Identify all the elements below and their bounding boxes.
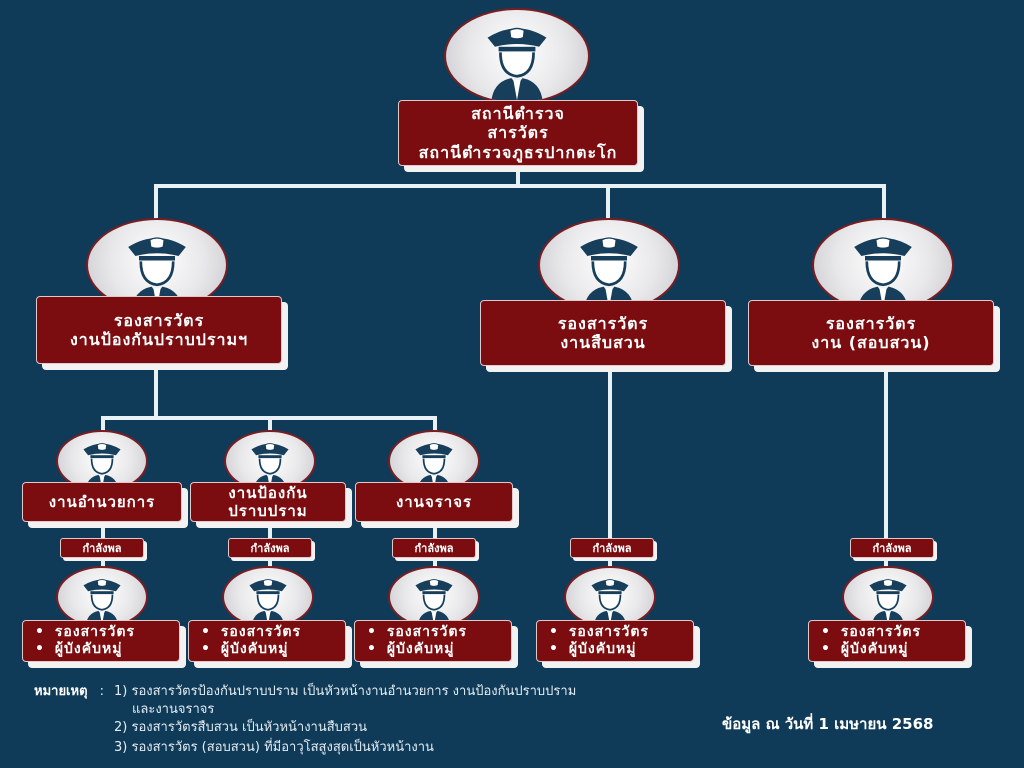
staff-item: รองสารวัตร bbox=[549, 624, 649, 642]
police-officer-icon bbox=[415, 579, 453, 626]
root-line: สถานีตำรวจ bbox=[471, 104, 565, 124]
connector-line bbox=[606, 184, 610, 220]
connector-line bbox=[154, 365, 158, 419]
deputy-title: รองสารวัตร bbox=[825, 313, 917, 333]
connector-line bbox=[154, 184, 158, 220]
police-officer-icon bbox=[83, 579, 121, 626]
unit-label: งานจราจร bbox=[395, 493, 473, 511]
police-officer-icon bbox=[591, 579, 629, 626]
unit-label: งานป้องกัน bbox=[228, 484, 308, 502]
unit-node-prevention[interactable]: งานป้องกัน ปราบปราม bbox=[190, 482, 346, 522]
staff-item: รองสารวัตร bbox=[35, 624, 135, 642]
deputy-node-prevention[interactable]: รองสารวัตร งานป้องกันปราบปรามฯ bbox=[36, 296, 282, 364]
notes-separator: : bbox=[99, 684, 105, 699]
deputy-unit: งานป้องกันปราบปรามฯ bbox=[69, 330, 249, 349]
staff-node[interactable]: รองสารวัตร ผู้บังคับหมู่ bbox=[188, 620, 346, 662]
deputy-node-inquiry[interactable]: รองสารวัตร งาน (สอบสวน) bbox=[748, 300, 994, 366]
staff-node[interactable]: รองสารวัตร ผู้บังคับหมู่ bbox=[808, 620, 966, 662]
deputy-title: รองสารวัตร bbox=[113, 310, 205, 330]
staff-item: ผู้บังคับหมู่ bbox=[201, 641, 288, 659]
police-officer-icon bbox=[854, 237, 912, 310]
deputy-avatar-icon bbox=[538, 218, 680, 312]
unit-node-traffic[interactable]: งานจราจร bbox=[355, 482, 513, 522]
data-date: ข้อมูล ณ วันที่ 1 เมษายน 2568 bbox=[722, 715, 934, 733]
staff-avatar-icon bbox=[842, 566, 934, 628]
staff-item: ผู้บังคับหมู่ bbox=[35, 641, 122, 659]
connector-line bbox=[433, 416, 437, 436]
deputy-node-investigation[interactable]: รองสารวัตร งานสืบสวน bbox=[480, 300, 726, 366]
manpower-tag[interactable]: กำลังพล bbox=[60, 538, 144, 558]
deputy-title: รองสารวัตร bbox=[557, 313, 649, 333]
staff-item: ผู้บังคับหมู่ bbox=[367, 641, 454, 659]
connector-line bbox=[154, 184, 886, 188]
deputy-unit: งาน (สอบสวน) bbox=[811, 333, 931, 352]
note-item: 2) รองสารวัตรสืบสวน เป็นหัวหน้างานสืบสวน bbox=[114, 720, 368, 735]
staff-avatar-icon bbox=[388, 566, 480, 628]
manpower-tag[interactable]: กำลังพล bbox=[392, 538, 476, 558]
police-officer-icon bbox=[249, 579, 287, 626]
deputy-avatar-icon bbox=[812, 218, 954, 312]
staff-avatar-icon bbox=[222, 566, 314, 628]
staff-item: รองสารวัตร bbox=[821, 624, 921, 642]
unit-label: ปราบปราม bbox=[228, 502, 308, 520]
note-item: และงานจราจร bbox=[132, 702, 215, 717]
root-avatar-icon bbox=[444, 8, 590, 104]
connector-line bbox=[101, 416, 105, 436]
staff-avatar-icon bbox=[564, 566, 656, 628]
notes-title: หมายเหตุ bbox=[34, 684, 88, 699]
root-line: สถานีตำรวจภูธรปากตะโก bbox=[418, 142, 618, 162]
staff-item: ผู้บังคับหมู่ bbox=[549, 641, 636, 659]
police-officer-icon bbox=[580, 237, 638, 310]
manpower-tag[interactable]: กำลังพล bbox=[850, 538, 934, 558]
police-officer-icon bbox=[869, 579, 907, 626]
notes-label: หมายเหตุ : bbox=[34, 680, 112, 701]
staff-item: ผู้บังคับหมู่ bbox=[821, 641, 908, 659]
unit-node-administration[interactable]: งานอำนวยการ bbox=[22, 482, 182, 522]
staff-item: รองสารวัตร bbox=[367, 624, 467, 642]
connector-line bbox=[268, 416, 272, 436]
root-line: สารวัตร bbox=[487, 123, 549, 143]
unit-label: งานอำนวยการ bbox=[48, 493, 156, 511]
note-item: 1) รองสารวัตรป้องกันปราบปราม เป็นหัวหน้า… bbox=[114, 684, 577, 699]
unit-avatar-icon bbox=[388, 430, 480, 492]
staff-node[interactable]: รองสารวัตร ผู้บังคับหมู่ bbox=[22, 620, 180, 662]
staff-item: รองสารวัตร bbox=[201, 624, 301, 642]
staff-node[interactable]: รองสารวัตร ผู้บังคับหมู่ bbox=[354, 620, 512, 662]
connector-line bbox=[882, 184, 886, 220]
manpower-tag[interactable]: กำลังพล bbox=[228, 538, 312, 558]
police-officer-icon bbox=[487, 27, 547, 102]
deputy-unit: งานสืบสวน bbox=[560, 333, 646, 352]
note-item: 3) รองสารวัตร (สอบสวน) ที่มีอาวุโสสูงสุด… bbox=[114, 740, 434, 755]
staff-node[interactable]: รองสารวัตร ผู้บังคับหมู่ bbox=[536, 620, 694, 662]
connector-line bbox=[608, 365, 612, 572]
connector-line bbox=[516, 168, 520, 188]
connector-line bbox=[884, 365, 888, 572]
staff-avatar-icon bbox=[56, 566, 148, 628]
root-node[interactable]: สถานีตำรวจ สารวัตร สถานีตำรวจภูธรปากตะโก bbox=[398, 100, 638, 166]
manpower-tag[interactable]: กำลังพล bbox=[570, 538, 654, 558]
